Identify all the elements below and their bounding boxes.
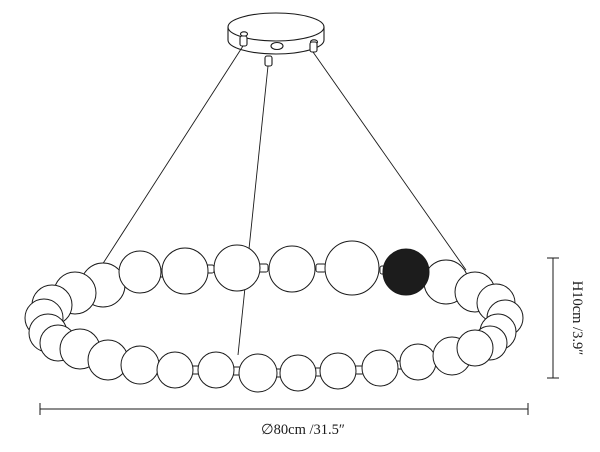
canopy-center-fitting [270, 41, 284, 51]
glass-sphere [120, 345, 160, 385]
glass-sphere [456, 329, 494, 367]
dark-accent-sphere [382, 248, 430, 296]
glass-sphere [197, 351, 235, 389]
height-label: H10cm /3.9″ [569, 281, 585, 356]
glass-sphere [324, 240, 380, 296]
glass-sphere [118, 250, 162, 294]
glass-sphere [161, 247, 209, 295]
glass-sphere [213, 244, 261, 292]
bead-ring [24, 240, 524, 393]
canopy-top [227, 12, 325, 42]
glass-sphere [268, 245, 316, 293]
glass-sphere [156, 351, 194, 389]
wire-right [312, 51, 467, 271]
wire-left [101, 45, 244, 266]
wire-center [237, 65, 269, 356]
cable-grip-right [309, 41, 318, 53]
glass-sphere [279, 354, 317, 392]
suspension-wires [101, 45, 467, 356]
glass-sphere [361, 349, 399, 387]
glass-sphere [238, 353, 278, 393]
diameter-label: ∅80cm /31.5″ [261, 422, 345, 438]
glass-sphere [319, 352, 357, 390]
ceiling-canopy [227, 12, 325, 67]
cable-grip-left [239, 35, 248, 47]
diameter-dimension [39, 403, 529, 415]
cable-grip-center [264, 55, 273, 67]
glass-sphere [399, 343, 437, 381]
height-dimension [547, 257, 559, 379]
